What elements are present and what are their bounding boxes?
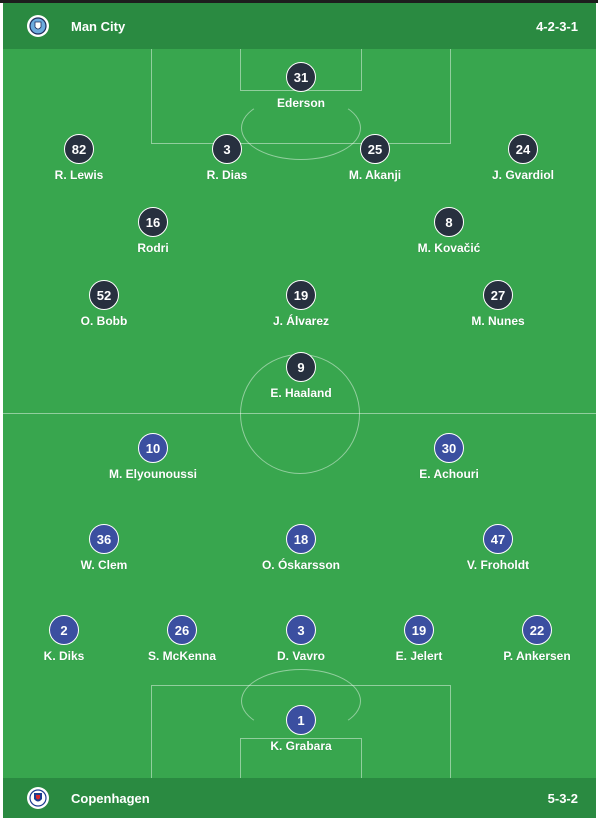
player-name: K. Diks: [43, 649, 85, 663]
home-player[interactable]: 16 Rodri: [93, 207, 213, 255]
player-name: O. Óskarsson: [261, 558, 341, 572]
player-number-badge: 16: [138, 207, 168, 237]
man-city-crest-icon: [27, 15, 49, 37]
player-number-badge: 8: [434, 207, 464, 237]
player-number-badge: 19: [286, 280, 316, 310]
player-number-badge: 22: [522, 615, 552, 645]
player-number-badge: 36: [89, 524, 119, 554]
away-team-name[interactable]: Copenhagen: [71, 790, 150, 806]
player-name: P. Ankersen: [503, 649, 571, 663]
player-name: M. Kovačić: [417, 241, 481, 255]
away-player[interactable]: 10 M. Elyounoussi: [93, 433, 213, 481]
player-name: E. Haaland: [270, 386, 332, 400]
player-number-badge: 26: [167, 615, 197, 645]
home-player[interactable]: 82 R. Lewis: [19, 134, 139, 182]
home-player[interactable]: 27 M. Nunes: [438, 280, 558, 328]
player-number-badge: 1: [286, 705, 316, 735]
player-name: Ederson: [276, 96, 325, 110]
home-player[interactable]: 31 Ederson: [241, 62, 361, 110]
player-name: J. Gvardiol: [491, 168, 555, 182]
player-number-badge: 24: [508, 134, 538, 164]
away-player[interactable]: 2 K. Diks: [4, 615, 124, 663]
player-number-badge: 25: [360, 134, 390, 164]
player-name: R. Dias: [206, 168, 248, 182]
away-player[interactable]: 22 P. Ankersen: [477, 615, 596, 663]
player-name: W. Clem: [80, 558, 128, 572]
player-name: S. McKenna: [147, 649, 216, 663]
player-number-badge: 31: [286, 62, 316, 92]
home-player[interactable]: 3 R. Dias: [167, 134, 287, 182]
away-player[interactable]: 1 K. Grabara: [241, 705, 361, 753]
away-player[interactable]: 47 V. Froholdt: [438, 524, 558, 572]
player-name: M. Akanji: [348, 168, 402, 182]
player-number-badge: 47: [483, 524, 513, 554]
home-player[interactable]: 8 M. Kovačić: [389, 207, 509, 255]
player-name: M. Nunes: [471, 314, 525, 328]
home-player[interactable]: 52 O. Bobb: [44, 280, 164, 328]
away-player[interactable]: 18 O. Óskarsson: [241, 524, 361, 572]
player-number-badge: 2: [49, 615, 79, 645]
player-name: Rodri: [137, 241, 169, 255]
player-number-badge: 18: [286, 524, 316, 554]
player-number-badge: 82: [64, 134, 94, 164]
home-team-name[interactable]: Man City: [71, 18, 126, 34]
top-border: [0, 0, 598, 3]
away-player[interactable]: 30 E. Achouri: [389, 433, 509, 481]
player-name: E. Achouri: [419, 467, 479, 481]
top-penalty-arc: [241, 96, 361, 160]
home-formation: 4-2-3-1: [536, 18, 578, 34]
player-name: O. Bobb: [80, 314, 128, 328]
player-number-badge: 3: [212, 134, 242, 164]
player-number-badge: 27: [483, 280, 513, 310]
home-player[interactable]: 25 M. Akanji: [315, 134, 435, 182]
away-player[interactable]: 3 D. Vavro: [241, 615, 361, 663]
away-formation: 5-3-2: [547, 790, 578, 806]
copenhagen-crest-icon: [27, 787, 49, 809]
player-number-badge: 3: [286, 615, 316, 645]
player-name: D. Vavro: [276, 649, 326, 663]
bottom-penalty-arc: [241, 669, 361, 733]
player-name: J. Álvarez: [272, 314, 330, 328]
player-name: M. Elyounoussi: [108, 467, 197, 481]
home-player[interactable]: 24 J. Gvardiol: [463, 134, 583, 182]
home-player[interactable]: 19 J. Álvarez: [241, 280, 361, 328]
home-team-header: Man City 4-2-3-1: [3, 3, 596, 49]
bottom-goal-area: [240, 738, 362, 778]
home-player[interactable]: 9 E. Haaland: [241, 352, 361, 400]
player-name: K. Grabara: [270, 739, 332, 753]
player-name: V. Froholdt: [466, 558, 530, 572]
away-player[interactable]: 36 W. Clem: [44, 524, 164, 572]
away-player[interactable]: 19 E. Jelert: [359, 615, 479, 663]
away-team-footer: Copenhagen 5-3-2: [3, 778, 596, 818]
away-player[interactable]: 26 S. McKenna: [122, 615, 242, 663]
player-number-badge: 9: [286, 352, 316, 382]
player-name: R. Lewis: [54, 168, 104, 182]
player-number-badge: 10: [138, 433, 168, 463]
player-number-badge: 52: [89, 280, 119, 310]
pitch: 31 Ederson 82 R. Lewis 3 R. Dias 25 M. A…: [3, 49, 596, 778]
player-number-badge: 30: [434, 433, 464, 463]
player-number-badge: 19: [404, 615, 434, 645]
player-name: E. Jelert: [395, 649, 443, 663]
